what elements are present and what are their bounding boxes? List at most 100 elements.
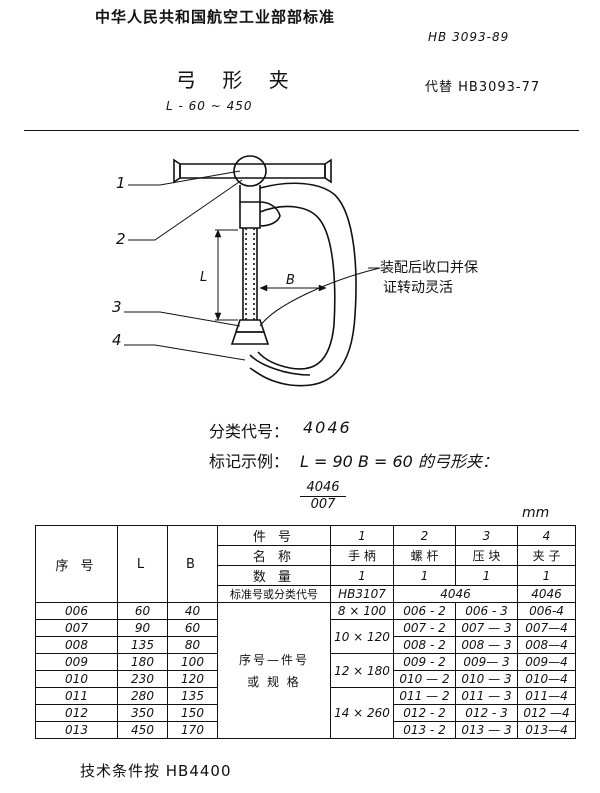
- part-no-cell: 4: [517, 525, 576, 546]
- part3-cell: 012 - 3: [455, 704, 518, 722]
- callout-2: 2: [116, 230, 126, 248]
- l-cell: 230: [117, 670, 168, 688]
- spec-cell: 12 × 180: [330, 653, 394, 688]
- callout-3: 3: [112, 298, 122, 316]
- seq-cell: 011: [35, 687, 118, 705]
- merged-label-cell: 序号—件号 或 规 格: [217, 602, 331, 739]
- part4-cell: 010—4: [517, 670, 576, 688]
- part2-cell: 009 - 2: [393, 653, 456, 671]
- table-row: 007 90 60 10 × 120 007 - 2 007 — 3 007—4: [35, 619, 576, 654]
- part4-cell: 012 —4: [517, 704, 576, 722]
- header-seq: 序 号: [35, 525, 118, 603]
- seq-cell: 012: [35, 704, 118, 722]
- part3-cell: 009— 3: [455, 653, 518, 671]
- spec-cell: 8 × 100: [330, 602, 394, 620]
- organization-header: 中华人民共和国航空工业部部标准: [95, 8, 336, 26]
- part2-cell: 007 - 2: [393, 619, 456, 637]
- b-cell: 100: [167, 653, 218, 671]
- part4-cell: 013—4: [517, 721, 576, 739]
- seq-cell: 007: [35, 619, 118, 637]
- unit-label: mm: [522, 505, 550, 521]
- assembly-note-line1: 装配后收口并保: [380, 260, 478, 276]
- table-header-row: 标准号或分类代号 HB3107 4046 4046: [36, 585, 576, 603]
- part2-cell: 011 — 2: [393, 687, 456, 705]
- spec-cell: 14 × 260: [330, 687, 394, 739]
- marking-numerator: 4046: [300, 480, 346, 497]
- part-name-cell: 手 柄: [330, 545, 394, 566]
- b-cell: 60: [167, 619, 218, 637]
- part4-cell: 008—4: [517, 636, 576, 654]
- header-part-no: 件 号: [217, 525, 331, 546]
- marking-fraction: 4046 007: [300, 480, 346, 512]
- dimension-l-label: L: [200, 270, 207, 285]
- table-row: 010 230 120 010 — 2 010 — 3 010—4: [35, 670, 576, 688]
- part3-cell: 006 - 3: [455, 602, 518, 620]
- assembly-note-line2: 证转动灵活: [383, 280, 453, 296]
- seq-cell: 010: [35, 670, 118, 688]
- part-name-cell: 夹 子: [517, 545, 576, 566]
- technical-conditions: 技术条件按 HB4400: [80, 762, 232, 780]
- part4-cell: 007—4: [517, 619, 576, 637]
- header-qty: 数 量: [217, 565, 331, 586]
- part-qty-cell: 1: [455, 565, 518, 586]
- callout-4: 4: [112, 331, 122, 349]
- header-divider: [24, 130, 579, 131]
- table-row: 006 60 40 序号—件号 或 规 格 8 × 100 006 - 2 00…: [35, 602, 576, 739]
- b-cell: 170: [167, 721, 218, 739]
- std-code-cell: 4046: [393, 585, 518, 603]
- b-cell: 40: [167, 602, 218, 620]
- table-row: 012 350 150 012 - 2 012 - 3 012 —4: [35, 704, 576, 722]
- part3-cell: 008 — 3: [455, 636, 518, 654]
- table-row: 013 450 170 013 - 2 013 — 3 013—4: [35, 721, 576, 739]
- part-no-cell: 1: [330, 525, 394, 546]
- classification-label: 分类代号：: [209, 422, 290, 441]
- marking-example-label: 标记示例：: [209, 452, 290, 471]
- marking-denominator: 007: [310, 497, 336, 512]
- part-qty-cell: 1: [393, 565, 456, 586]
- spec-cell: 10 × 120: [330, 619, 394, 654]
- std-code-cell: HB3107: [330, 585, 394, 603]
- b-cell: 150: [167, 704, 218, 722]
- b-cell: 120: [167, 670, 218, 688]
- header-name: 名 称: [217, 545, 331, 566]
- part4-cell: 011—4: [517, 687, 576, 705]
- part-no-cell: 3: [455, 525, 518, 546]
- b-cell: 80: [167, 636, 218, 654]
- part2-cell: 010 — 2: [393, 670, 456, 688]
- part2-cell: 012 - 2: [393, 704, 456, 722]
- b-cell: 135: [167, 687, 218, 705]
- l-cell: 280: [117, 687, 168, 705]
- table-header-row: 名 称 手 柄 螺 杆 压 块 夹 子: [36, 545, 576, 566]
- table-header-row: 数 量 1 1 1 1: [36, 565, 576, 586]
- part-name-cell: 压 块: [455, 545, 518, 566]
- seq-cell: 008: [35, 636, 118, 654]
- replaces-standard: 代替 HB3093-77: [425, 80, 541, 95]
- classification-value: 4046: [303, 418, 352, 437]
- header-std: 标准号或分类代号: [217, 585, 331, 603]
- seq-cell: 009: [35, 653, 118, 671]
- seq-cell: 013: [35, 721, 118, 739]
- l-cell: 450: [117, 721, 168, 739]
- l-cell: 135: [117, 636, 168, 654]
- document-title: 弓 形 夹: [176, 68, 299, 92]
- part-name-cell: 螺 杆: [393, 545, 456, 566]
- c-clamp-drawing: 1 2 3 4 L B 装配后收口并保 证转动灵活: [112, 155, 478, 387]
- part2-cell: 008 - 2: [393, 636, 456, 654]
- specification-table: 序 号 L B 件 号 1 2 3 4 名 称 手 柄 螺 杆 压 块 夹 子 …: [35, 525, 576, 739]
- header-b: B: [167, 525, 218, 603]
- l-cell: 180: [117, 653, 168, 671]
- seq-cell: 006: [35, 602, 118, 620]
- part4-cell: 006-4: [517, 602, 576, 620]
- part3-cell: 010 — 3: [455, 670, 518, 688]
- table-header-row: 序 号 L B 件 号 1 2 3 4: [35, 525, 576, 603]
- part3-cell: 007 — 3: [455, 619, 518, 637]
- part-no-cell: 2: [393, 525, 456, 546]
- std-code-cell: 4046: [517, 585, 576, 603]
- part3-cell: 011 — 3: [455, 687, 518, 705]
- merged-label-line1: 序号—件号: [238, 652, 309, 667]
- l-cell: 60: [117, 602, 168, 620]
- l-cell: 90: [117, 619, 168, 637]
- table-row: 011 280 135 14 × 260 011 — 2 011 — 3 011…: [35, 687, 576, 739]
- dimension-b-label: B: [286, 273, 295, 288]
- l-cell: 350: [117, 704, 168, 722]
